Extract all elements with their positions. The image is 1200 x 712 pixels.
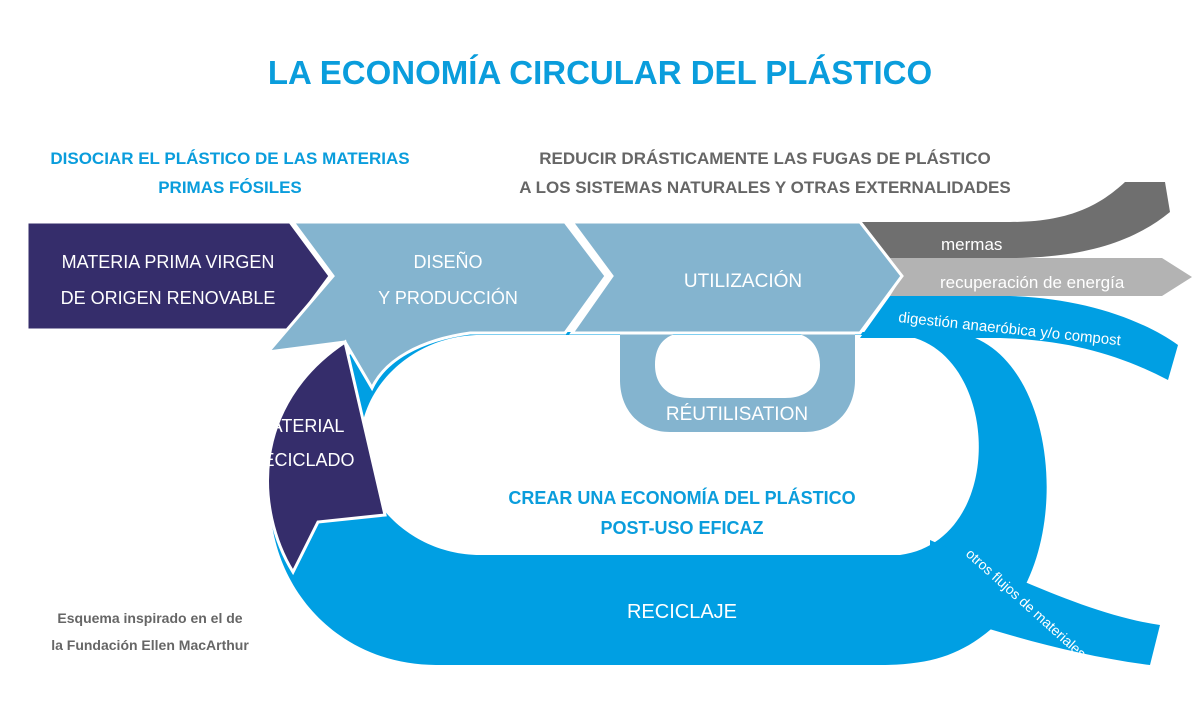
heading-right-line2: A LOS SISTEMAS NATURALES Y OTRAS EXTERNA… [519, 178, 1010, 197]
material-reciclado-label-1: MATERIAL [256, 416, 345, 436]
material-reciclado-arrow [266, 339, 387, 576]
heading-center-line2: POST-USO EFICAZ [600, 518, 763, 538]
footnote-line2: la Fundación Ellen MacArthur [51, 637, 249, 653]
utilizacion-label: UTILIZACIÓN [684, 270, 802, 292]
recuperacion-label: recuperación de energía [940, 273, 1125, 292]
heading-left-line2: PRIMAS FÓSILES [158, 178, 302, 197]
utilizacion-arrow [569, 220, 904, 335]
mermas-label: mermas [941, 235, 1002, 254]
recuperacion-band [890, 258, 1192, 296]
material-reciclado-label-2: RECICLADO [249, 450, 354, 470]
heading-center-line1: CREAR UNA ECONOMÍA DEL PLÁSTICO [508, 487, 855, 508]
materia-prima-label-2: DE ORIGEN RENOVABLE [61, 288, 276, 308]
reutilisation-label: RÉUTILISATION [666, 404, 808, 425]
mermas-band [862, 182, 1170, 258]
diseno-label-1: DISEÑO [413, 251, 482, 272]
reutilisation-loop [620, 320, 855, 432]
otros-flujos-band [930, 540, 1160, 665]
materia-prima-label-1: MATERIA PRIMA VIRGEN [62, 252, 275, 272]
materia-prima-arrow [25, 220, 332, 332]
diseno-label-2: Y PRODUCCIÓN [378, 287, 518, 308]
diseno-arrow [264, 220, 608, 392]
reciclaje-label: RECICLAJE [627, 601, 737, 623]
digestion-band [860, 296, 1178, 380]
diagram-title: LA ECONOMÍA CIRCULAR DEL PLÁSTICO [268, 54, 932, 91]
heading-left-line1: DISOCIAR EL PLÁSTICO DE LAS MATERIAS [50, 149, 409, 168]
heading-right-line1: REDUCIR DRÁSTICAMENTE LAS FUGAS DE PLÁST… [539, 149, 990, 168]
footnote-line1: Esquema inspirado en el de [57, 610, 242, 626]
